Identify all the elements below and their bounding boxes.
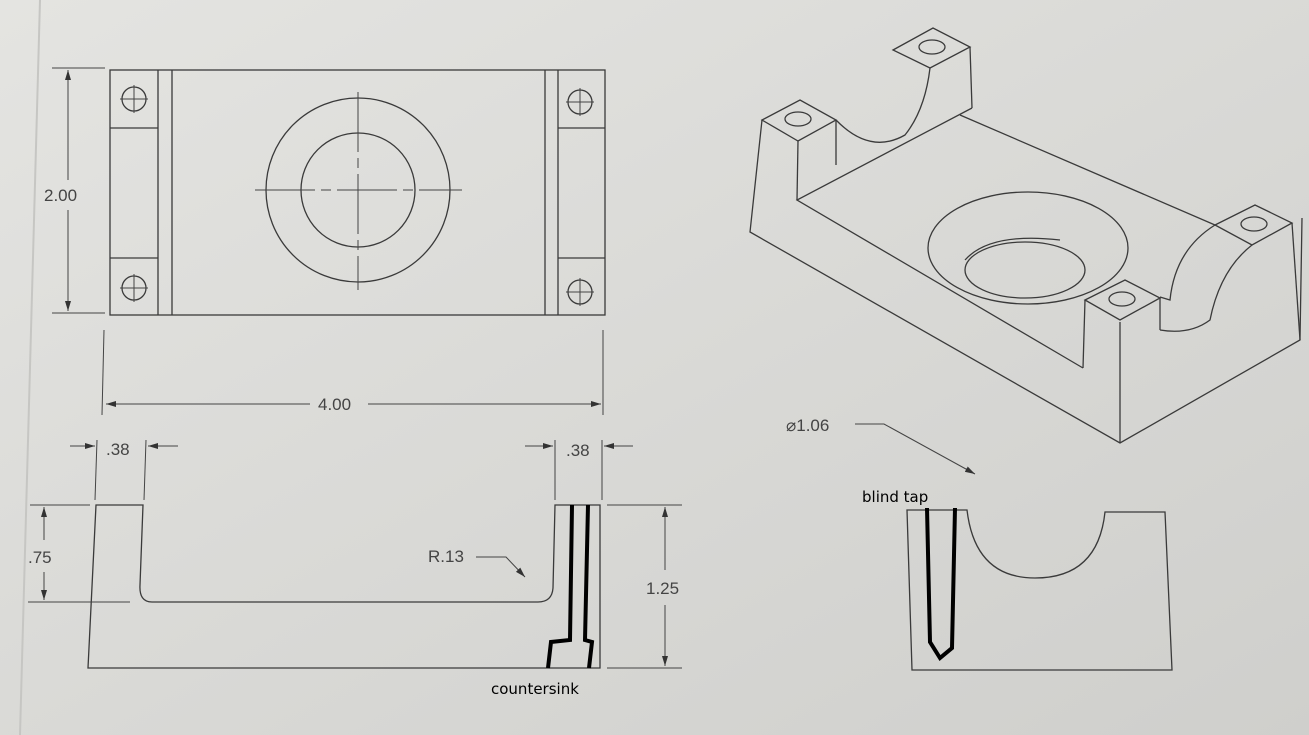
dim-wall-left: .38 [106, 440, 130, 459]
top-view [109, 69, 606, 316]
countersink-label: countersink [491, 680, 579, 698]
dimension-bore-diameter: ⌀1.06 [786, 416, 976, 475]
dim-0-75: .75 [28, 548, 52, 567]
dim-1-25: 1.25 [646, 579, 679, 598]
dimension-width-total: 4.00 [101, 329, 604, 416]
countersink-markup [546, 504, 595, 669]
isometric-view [749, 27, 1303, 444]
dim-fillet: R.13 [428, 547, 464, 566]
blind-tap-markup [925, 507, 957, 662]
front-view: .38 .38 .75 R.13 1.25 countersink [28, 439, 682, 698]
dim-1-06: ⌀1.06 [786, 416, 829, 435]
dim-2-00: 2.00 [44, 186, 77, 205]
dim-wall-right: .38 [566, 441, 590, 460]
dimension-height-top: 2.00 [44, 67, 105, 314]
bolt-hole-icon [120, 85, 594, 306]
blind-tap-label: blind tap [862, 488, 928, 506]
dim-4-00: 4.00 [318, 395, 351, 414]
side-view: blind tap [862, 488, 1173, 671]
